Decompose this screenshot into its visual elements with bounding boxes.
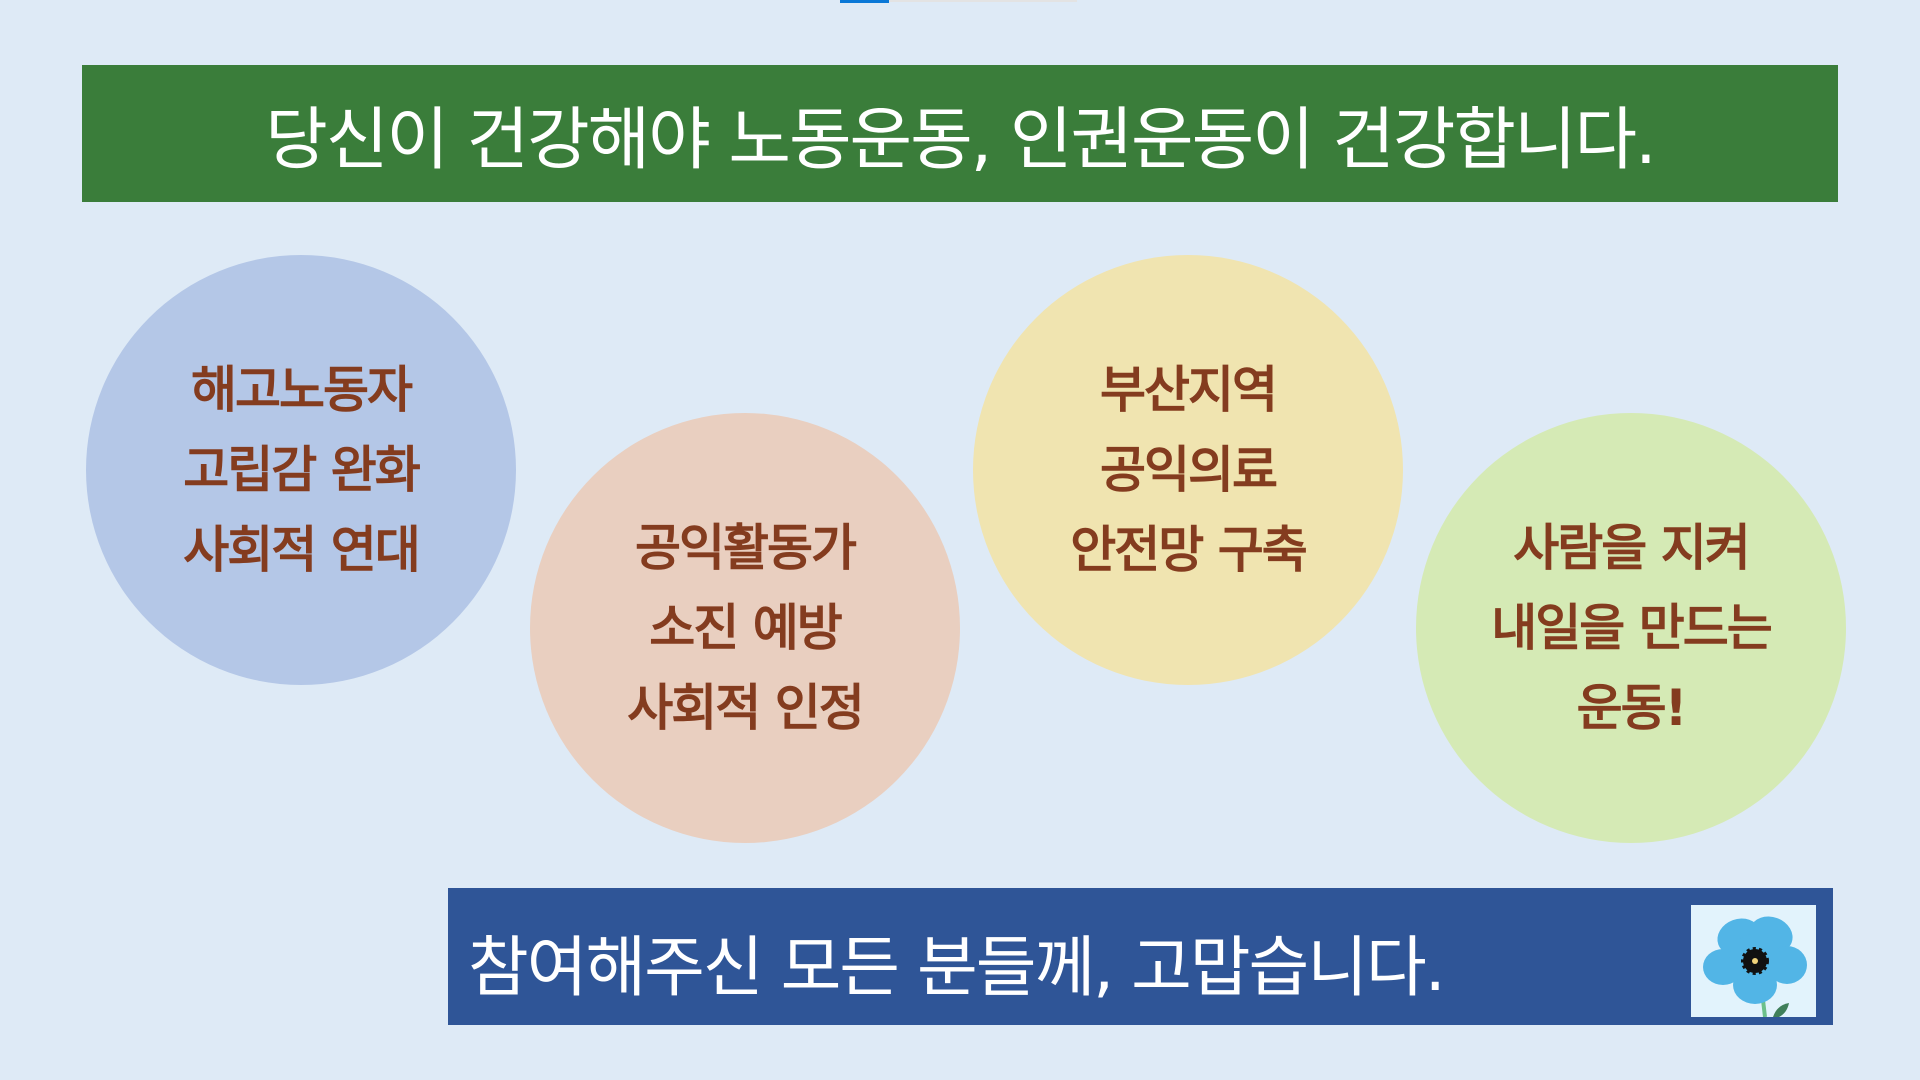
- circle-line: 사회적 인정: [627, 679, 864, 737]
- progress-track: [889, 0, 1077, 2]
- circle-line: 소진 예방: [649, 599, 842, 657]
- thanks-banner: 참여해주신 모든 분들께, 고맙습니다.: [448, 888, 1833, 1025]
- thanks-text: 참여해주신 모든 분들께, 고맙습니다.: [468, 929, 1446, 1006]
- circle-line: 해고노동자: [191, 361, 413, 419]
- circle-line: 고립감 완화: [183, 441, 420, 499]
- circle-line: 내일을 만드는: [1491, 599, 1772, 657]
- circle-line: 운동!: [1576, 679, 1688, 737]
- progress-indicator: [840, 0, 889, 3]
- circle-line: 부산지역: [1100, 361, 1278, 419]
- title-banner: 당신이 건강해야 노동운동, 인권운동이 건강합니다.: [82, 65, 1838, 202]
- circle-line: 사회적 연대: [183, 521, 420, 579]
- circle-activists: 공익활동가 소진 예방 사회적 인정: [530, 413, 960, 843]
- circle-line: 사람을 지켜: [1513, 519, 1750, 577]
- flower-icon: [1691, 905, 1816, 1017]
- circle-line: 공익의료: [1100, 441, 1278, 499]
- circle-movement: 사람을 지켜 내일을 만드는 운동!: [1416, 413, 1846, 843]
- circle-solidarity: 해고노동자 고립감 완화 사회적 연대: [86, 255, 516, 685]
- title-text: 당신이 건강해야 노동운동, 인권운동이 건강합니다.: [265, 101, 1656, 180]
- circle-line: 안전망 구축: [1070, 521, 1307, 579]
- circle-line: 공익활동가: [635, 519, 857, 577]
- circle-medical: 부산지역 공익의료 안전망 구축: [973, 255, 1403, 685]
